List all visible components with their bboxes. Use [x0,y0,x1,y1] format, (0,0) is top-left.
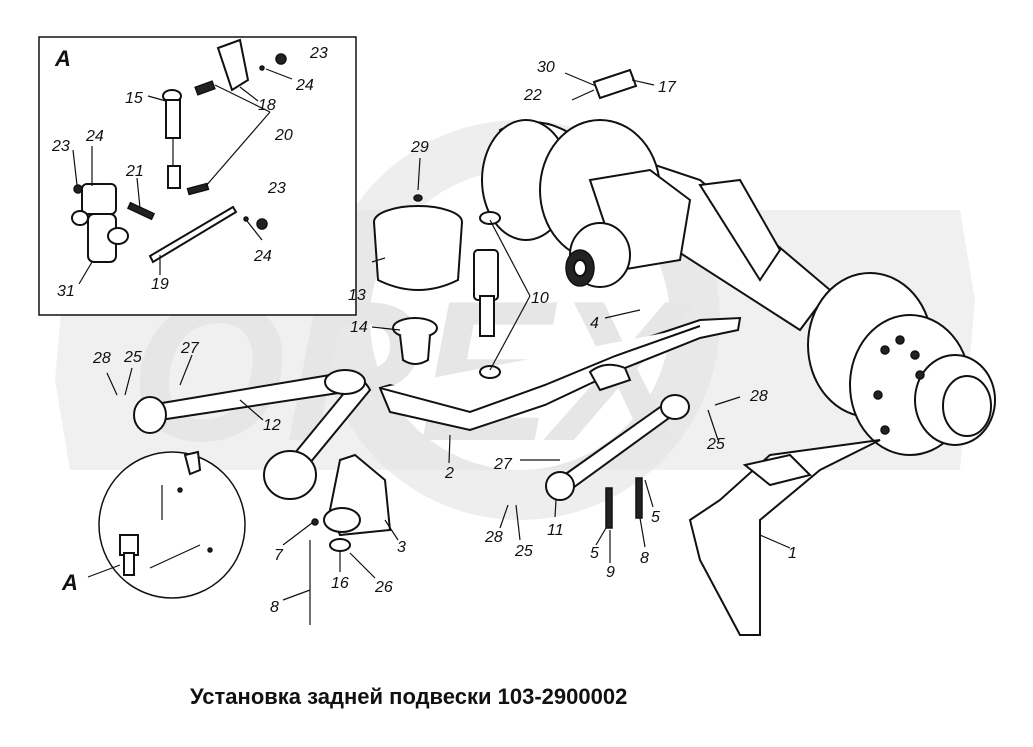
callout-30: 30 [537,59,555,76]
callout-10: 10 [531,290,549,307]
callout-4: 4 [590,315,599,332]
callout-23b: 23 [51,138,70,155]
callout-labels: 1 2 3 4 5 5 7 8 8 9 10 11 12 13 14 15 16… [51,45,797,616]
callout-20: 20 [274,127,293,144]
callout-28b: 28 [749,388,768,405]
callout-7: 7 [274,547,284,564]
air-spring [373,194,463,365]
callout-24a: 24 [295,77,314,94]
callout-17: 17 [658,79,677,96]
callout-19: 19 [151,276,169,293]
callout-25b: 25 [706,436,725,453]
inset-parts [71,38,287,264]
detail-circle-label: А [61,570,78,595]
callout-16: 16 [331,575,349,592]
inset-leaders [72,68,293,285]
callout-29: 29 [410,139,429,156]
callout-11: 11 [547,522,564,539]
callout-27b: 27 [493,456,513,473]
callout-12: 12 [263,417,281,434]
callout-9: 9 [606,564,615,581]
callout-28a: 28 [92,350,111,367]
callout-21: 21 [125,163,144,180]
callout-25a: 25 [123,349,142,366]
callout-25c: 25 [514,543,533,560]
callout-3: 3 [397,539,406,556]
frames [378,316,881,636]
callout-27a: 27 [180,340,200,357]
callout-2: 2 [444,465,454,482]
callout-13: 13 [348,287,366,304]
shock-absorber [473,211,501,379]
callout-22: 22 [523,87,542,104]
rod-11 [545,394,690,529]
diagram-caption: Установка задней подвески 103-2900002 [190,684,627,709]
main-leaders [87,72,791,601]
inset-a-label: А [54,46,71,71]
torque-arm [133,369,372,500]
callout-15: 15 [125,90,143,107]
sensor-17 [571,68,638,101]
callout-24c: 24 [253,248,272,265]
rear-axle [481,119,996,456]
detail-circle-a [98,450,246,599]
callout-24b: 24 [85,128,104,145]
callout-14: 14 [350,319,368,336]
callout-23a: 23 [309,45,328,62]
callout-18: 18 [258,97,276,114]
callout-8b: 8 [640,550,649,567]
callout-23c: 23 [267,180,286,197]
bracket-3 [309,453,392,625]
callout-8a: 8 [270,599,279,616]
callout-5a: 5 [590,545,599,562]
callout-31: 31 [57,283,75,300]
callout-5b: 5 [651,509,660,526]
callout-28c: 28 [484,529,503,546]
callout-26: 26 [374,579,393,596]
callout-1: 1 [788,545,797,562]
